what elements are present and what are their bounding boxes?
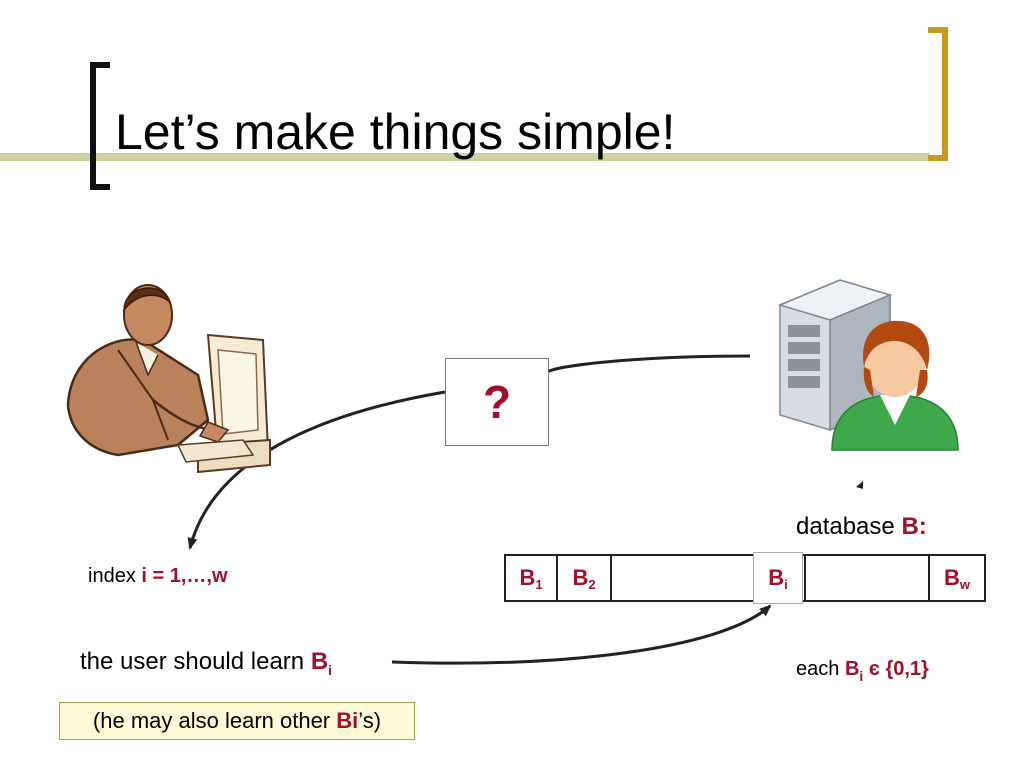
query-arrow-to-user bbox=[546, 354, 751, 374]
title-underline-bar bbox=[0, 153, 930, 161]
query-box: ? bbox=[445, 358, 549, 446]
learn-arrow bbox=[391, 604, 772, 665]
each-label-suffix: є {0,1} bbox=[868, 658, 929, 680]
query-arrow-to-user-lower bbox=[187, 390, 446, 550]
database-label: database B: bbox=[796, 513, 927, 541]
learn-label-prefix: the user should learn bbox=[80, 648, 305, 675]
index-label: index i = 1,…,w bbox=[88, 565, 228, 588]
note-var: Bi bbox=[336, 708, 359, 733]
note-box: (he may also learn other Bi’s) bbox=[59, 702, 415, 740]
array-cell bbox=[806, 556, 930, 600]
database-label-var: B bbox=[901, 513, 919, 540]
learn-label: the user should learn Bi bbox=[80, 648, 333, 678]
slide-title: Let’s make things simple! bbox=[115, 104, 676, 160]
note-suffix: ’s) bbox=[358, 708, 382, 733]
each-label-var: Bi bbox=[844, 658, 864, 684]
query-symbol: ? bbox=[482, 376, 512, 428]
small-pointer bbox=[856, 481, 863, 489]
user-at-computer-icon bbox=[66, 284, 271, 474]
index-label-prefix: index bbox=[88, 565, 136, 587]
each-label-prefix: each bbox=[796, 658, 840, 680]
server-with-user-icon bbox=[777, 279, 959, 451]
note-prefix: (he may also learn other bbox=[92, 708, 331, 733]
array-cell bbox=[612, 556, 806, 600]
database-label-prefix: database bbox=[796, 513, 895, 540]
learn-label-var: Bi bbox=[310, 648, 333, 678]
database-label-suffix: : bbox=[918, 513, 927, 540]
left-bracket-decoration bbox=[90, 62, 110, 190]
bit-domain-label: each Bi є {0,1} bbox=[796, 658, 929, 684]
right-bracket-decoration bbox=[928, 27, 948, 161]
index-value: i = 1,…,w bbox=[141, 565, 228, 587]
